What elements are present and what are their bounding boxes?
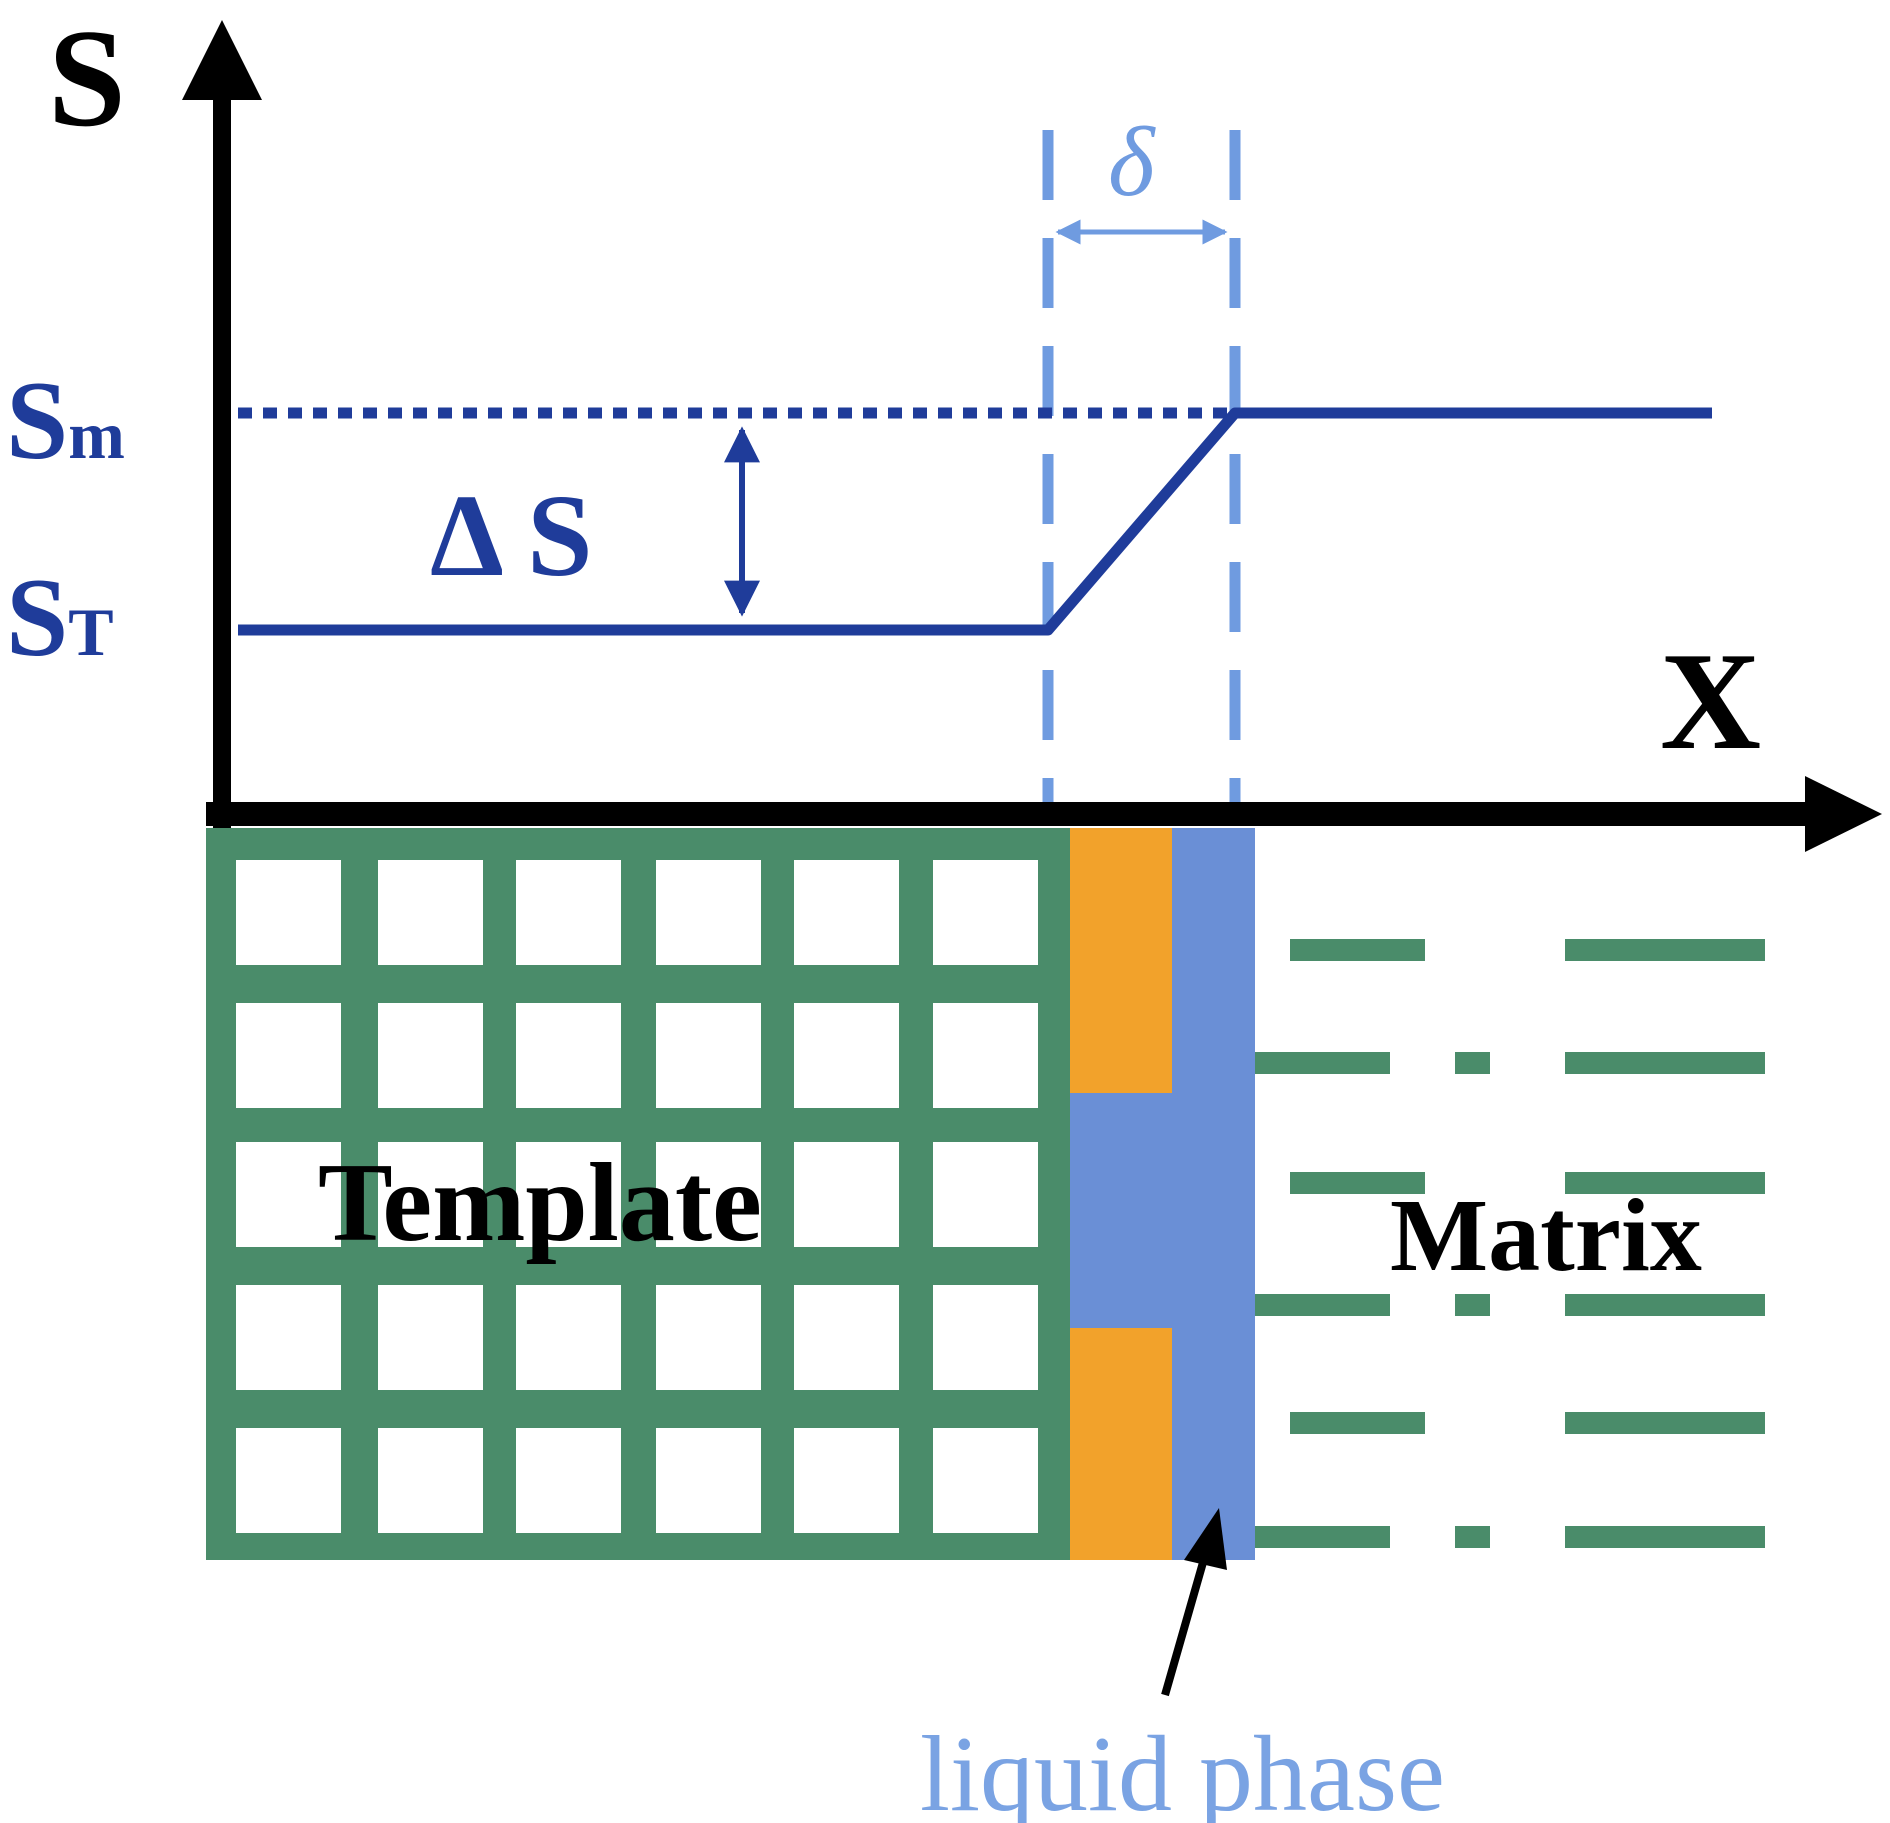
template-cell [516,860,621,965]
template-cell [933,860,1038,965]
y-axis-arrowhead [182,20,262,100]
template-cell [656,860,761,965]
delta-label: δ [1108,106,1156,217]
delta-s-label: Δ S [430,470,593,601]
matrix-label: Matrix [1390,1178,1702,1293]
template-cell [794,1003,899,1108]
template-cell [656,1428,761,1533]
template-cell [656,1285,761,1390]
template-cell [794,860,899,965]
sm-label: Sm [6,359,125,483]
interface-region [1070,828,1255,1560]
template-cell [794,1142,899,1247]
template-grid-cells [236,860,1038,1533]
y-axis-label: S [48,1,126,156]
template-cell [794,1428,899,1533]
template-cell [236,1285,341,1390]
template-cell [516,1142,621,1247]
template-cell [516,1003,621,1108]
template-cell [933,1142,1038,1247]
x-axis-label: X [1660,624,1761,779]
template-cell [236,1003,341,1108]
axes [182,20,1882,852]
liquid-phase-pointer [1161,1508,1227,1697]
s-profile-curve [238,407,1712,636]
template-cell [933,1003,1038,1108]
template-cell [236,1428,341,1533]
template-cell [516,1428,621,1533]
template-cell [656,1142,761,1247]
template-cell [378,1428,483,1533]
template-cell [378,1285,483,1390]
template-cell [378,1003,483,1108]
interface-dashed-lines [1042,130,1241,808]
template-cell [378,1142,483,1247]
st-label: ST [6,556,114,680]
template-label: Template [318,1141,762,1265]
template-cell [656,1003,761,1108]
liquid-phase-label: liquid phase [920,1715,1445,1823]
template-cell [516,1285,621,1390]
template-cell [236,860,341,965]
template-region [206,828,1072,1560]
orange-block-top [1070,828,1172,1093]
template-cell [933,1285,1038,1390]
template-cell [236,1142,341,1247]
orange-block-bottom [1070,1328,1172,1560]
matrix-region [1255,939,1765,1548]
template-cell [794,1285,899,1390]
template-cell [933,1428,1038,1533]
x-axis-arrowhead [1805,776,1882,852]
template-cell [378,860,483,965]
